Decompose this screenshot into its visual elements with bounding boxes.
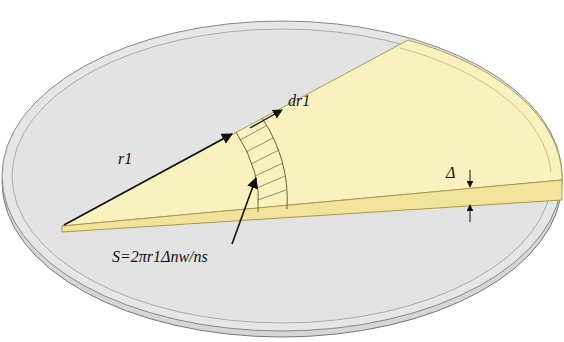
ring-hatch: [240, 126, 286, 200]
ring-outer: [262, 118, 287, 209]
thickness-arrow: [470, 170, 471, 187]
wedge-rim: [400, 48, 551, 172]
dimension-label: dr1: [288, 92, 310, 110]
area-leader: [232, 178, 256, 244]
dr-arrow: [250, 110, 282, 128]
thickness-arrow: [470, 205, 471, 222]
dimension-label: r1: [118, 150, 132, 168]
disk-top: [2, 21, 562, 331]
wedge-band: [62, 180, 562, 232]
radius-arrow: [64, 134, 232, 225]
dimension-label: Δ: [446, 164, 455, 182]
dimension-label: S=2πr1Δnw/ns: [112, 248, 208, 266]
